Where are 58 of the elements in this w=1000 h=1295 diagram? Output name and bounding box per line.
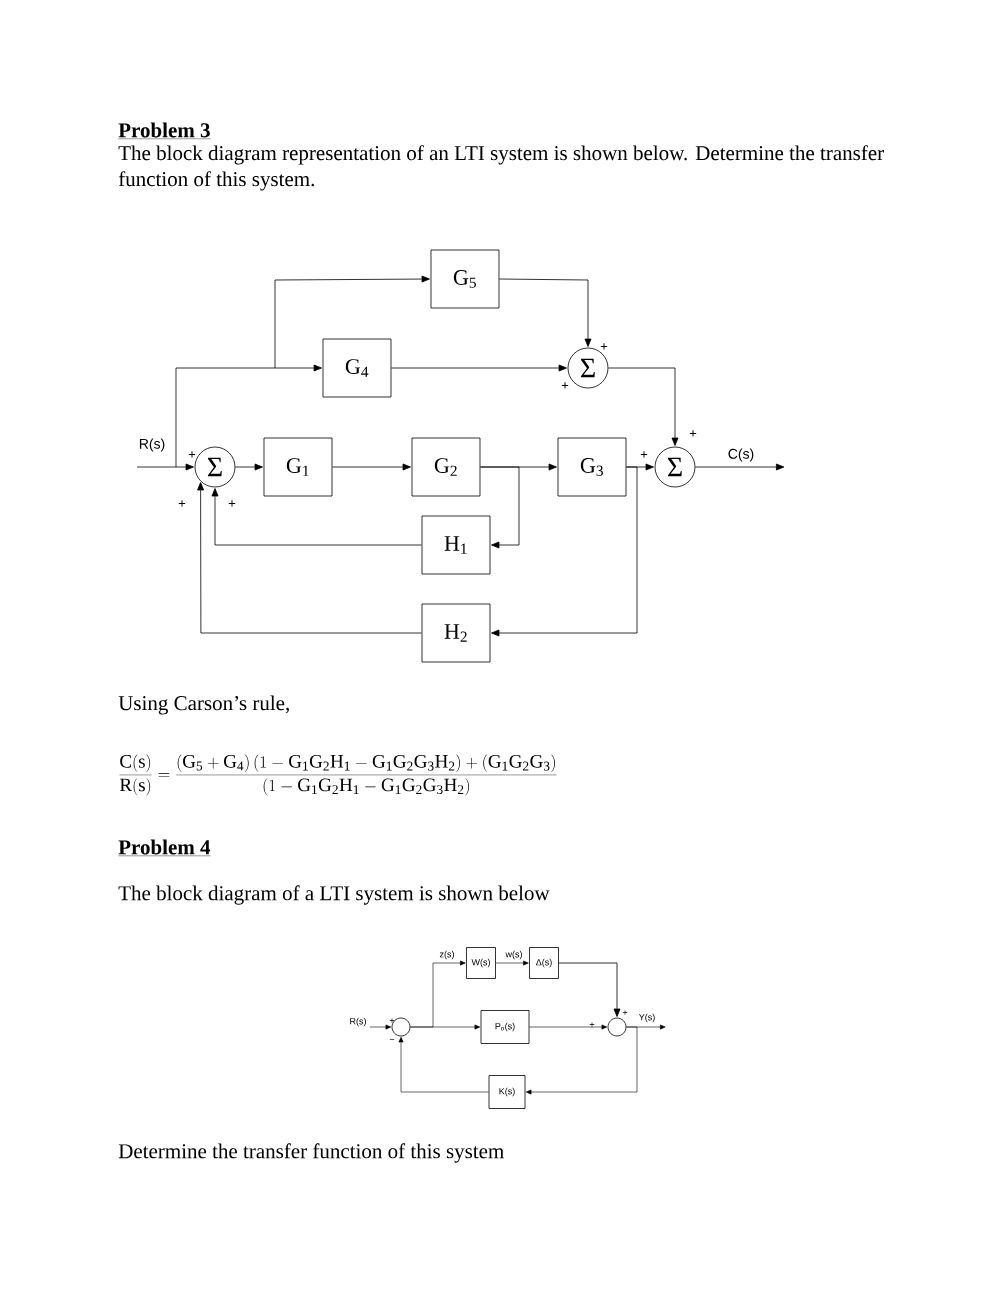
sign-label: + xyxy=(228,500,236,507)
arrow xyxy=(558,962,621,1017)
block-box: K(s) xyxy=(488,1075,526,1109)
arrow xyxy=(369,1024,392,1030)
arrow xyxy=(529,1024,608,1030)
arrow xyxy=(398,1036,489,1093)
formula: $\frac{\mathrm{C(s)}}{\mathrm{R(s)}}=\frac{\left(\mathrm{G_5+G_4}\right)\left(1-\mathrm{G_1G_2H_1}-\mathrm{G_1G_2G_3H_2}\right)+\left(\mathrm{G_1G_2G_3}\right)}{\left(1-\mathrm{G_1G_2H_1}-\mathrm{G_1G_2G_3H_2}\right)}$ xyxy=(119,754,557,796)
edge-label: Y(s) xyxy=(637,1012,657,1024)
arrow xyxy=(175,364,322,468)
paragraph: Using Carson’s rule, xyxy=(118,695,289,715)
sign-label: + xyxy=(622,1010,628,1015)
arrow xyxy=(274,275,430,369)
block-box: G$_{3}$ xyxy=(557,437,627,497)
sign-label: + xyxy=(589,1022,595,1027)
paragraph: The block diagram representation of an LTI system is shown below. Determine the transfer function of this system. xyxy=(118,145,884,191)
block-box: Δ(s) xyxy=(529,947,559,979)
sign-label: − xyxy=(389,1039,395,1040)
block-box: G$_{4}$ xyxy=(322,338,392,398)
edge-label: C(s) xyxy=(726,447,756,463)
arrow xyxy=(235,463,263,471)
edge-label: z(s) xyxy=(438,949,456,961)
block-box: G$_{1}$ xyxy=(263,437,333,497)
paragraph: Determine the transfer function of this system xyxy=(118,1143,504,1163)
sign-label: + xyxy=(188,451,196,458)
problem-heading: Problem 4 xyxy=(118,839,211,856)
arrow xyxy=(136,463,194,471)
arrow xyxy=(410,960,466,1028)
sign-label: + xyxy=(561,382,569,389)
problem-heading: Problem 3 xyxy=(118,122,211,139)
arrow xyxy=(491,466,638,637)
summing-junction xyxy=(607,1017,627,1037)
edge-label: w(s) xyxy=(504,949,524,961)
sign-label: + xyxy=(600,343,608,350)
edge-label: R(s) xyxy=(137,437,167,453)
summing-junction xyxy=(391,1017,411,1037)
block-box: G$_{5}$ xyxy=(430,249,500,309)
summing-junction: Σ xyxy=(194,446,236,488)
edge-label: R(s) xyxy=(348,1016,368,1028)
arrow xyxy=(499,278,592,347)
block-box: H$_{2}$ xyxy=(421,603,491,663)
sign-label: + xyxy=(389,1018,395,1023)
block-box: G$_{2}$ xyxy=(411,437,481,497)
summing-junction: Σ xyxy=(654,446,696,488)
arrow xyxy=(391,364,567,372)
sign-label: + xyxy=(640,451,648,458)
block-box: H$_{1}$ xyxy=(421,515,491,575)
arrow xyxy=(695,463,785,471)
arrow xyxy=(332,463,411,471)
block-box: P$_{o}$(s) xyxy=(480,1010,530,1044)
sign-label: + xyxy=(178,500,186,507)
paragraph: The block diagram of a LTI system is shown below xyxy=(118,885,550,905)
arrow xyxy=(211,488,422,546)
arrow xyxy=(608,367,679,446)
arrow xyxy=(525,1026,638,1095)
arrow xyxy=(495,960,529,966)
arrow xyxy=(197,482,422,634)
block-box: W(s) xyxy=(466,947,496,979)
arrow xyxy=(480,466,520,549)
